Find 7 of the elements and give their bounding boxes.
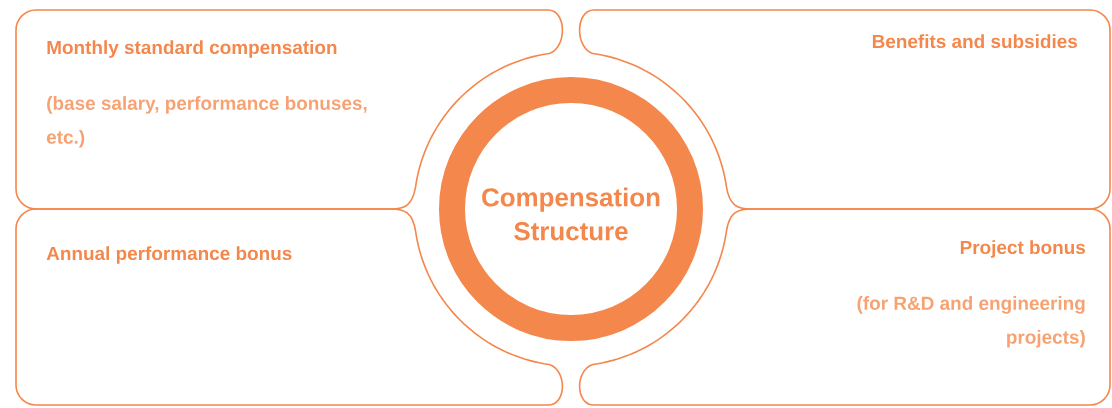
heading: Project bonus — [960, 240, 1085, 258]
heading: Benefits and subsidies — [872, 34, 1077, 49]
center-ring: Compensation Structure — [439, 77, 703, 341]
heading: Monthly standard compensation — [47, 40, 337, 58]
description: (for R&D and engineering projects) — [857, 296, 1085, 348]
description: (base salary, performance bonuses, etc.) — [46, 96, 367, 148]
heading: Annual performance bonus — [46, 246, 292, 264]
